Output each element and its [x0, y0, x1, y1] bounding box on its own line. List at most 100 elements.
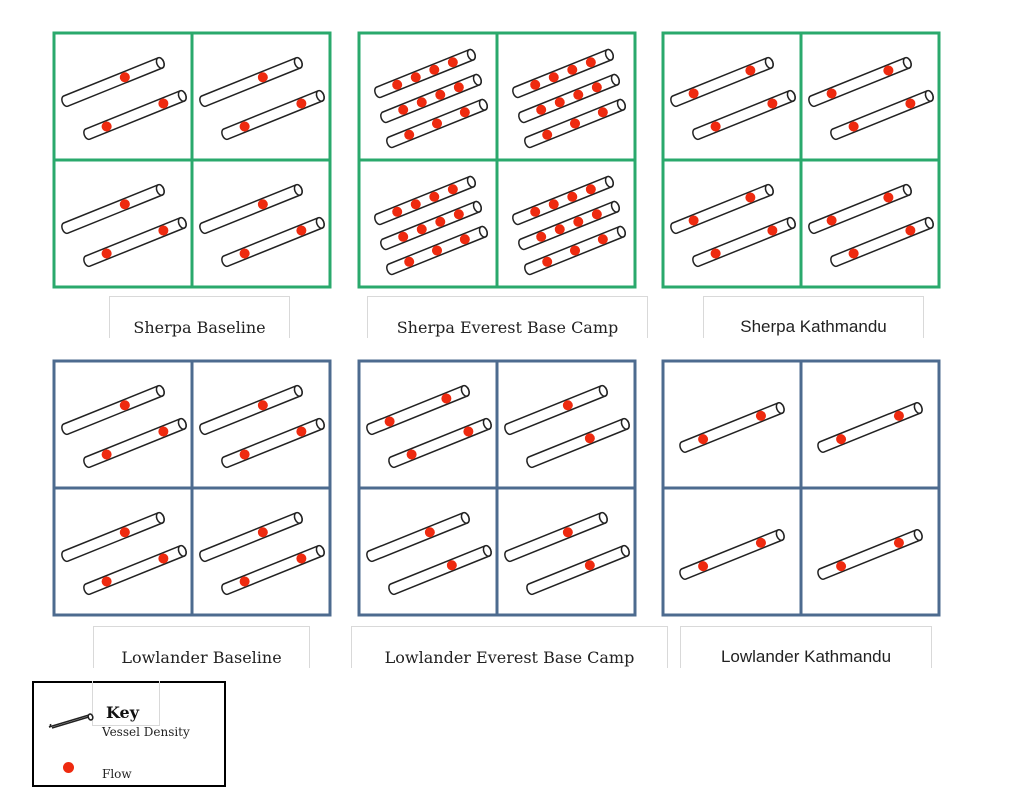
cell — [808, 183, 934, 268]
vessel — [692, 216, 796, 268]
vessel-outline — [679, 402, 785, 453]
panel-lowlander-everest-base-camp — [357, 359, 637, 617]
label-lowlander-kathmandu: Lowlander Kathmandu — [680, 626, 932, 668]
vessel-end — [155, 384, 165, 397]
vessel — [386, 225, 488, 276]
flow-dot — [446, 560, 457, 571]
vessel — [83, 417, 187, 469]
vessel-outline — [679, 529, 785, 580]
flow-dot — [530, 79, 541, 90]
vessel — [526, 544, 630, 596]
label-sherpa-everest-base-camp: Sherpa Everest Base Camp — [367, 296, 648, 338]
vessel — [374, 175, 476, 226]
key-legend: Key Vessel Density Flow — [32, 681, 226, 787]
vessel — [808, 183, 912, 235]
vessel-outline — [670, 183, 774, 235]
vessel — [679, 529, 785, 580]
flow-dot — [591, 82, 602, 93]
flow-dot — [398, 231, 409, 242]
cell — [808, 56, 934, 141]
vessel — [380, 73, 482, 124]
vessel-outline — [504, 384, 608, 436]
panel-grids — [52, 31, 941, 617]
vessel — [83, 544, 187, 596]
vessel-outline — [199, 56, 303, 108]
vessel — [386, 98, 488, 149]
flow-dot — [567, 64, 578, 75]
vessel-end — [315, 417, 325, 430]
vessel — [221, 216, 325, 268]
panel-lowlander-baseline — [52, 359, 332, 617]
flow-dot — [406, 449, 417, 460]
flow-dot — [158, 98, 169, 109]
label-sherpa-baseline: Sherpa Baseline — [109, 296, 290, 338]
flow-dot — [296, 426, 307, 437]
vessel — [670, 183, 774, 235]
label-text: Lowlander Baseline — [121, 648, 282, 667]
flow-dot — [296, 225, 307, 236]
vessel — [374, 48, 476, 99]
vessel-end — [293, 384, 303, 397]
vessel-end — [604, 48, 614, 61]
flow-dot — [119, 527, 130, 538]
flow-dot — [554, 97, 565, 108]
flow-dot — [239, 248, 250, 259]
vessel-end — [177, 417, 187, 430]
flow-dot — [905, 225, 916, 236]
vessel-end — [902, 56, 912, 69]
vessel-outline — [221, 417, 325, 469]
flow-dot — [404, 256, 415, 267]
flow-dot — [463, 426, 474, 437]
cell — [670, 183, 796, 268]
flow-dot — [836, 561, 847, 572]
vessel-tube-icon — [48, 713, 94, 729]
vessel-end — [478, 98, 488, 111]
label-text: Sherpa Baseline — [133, 318, 266, 337]
vessel — [83, 89, 187, 141]
flow-dot — [296, 98, 307, 109]
flow-dot — [410, 199, 421, 210]
vessel-outline — [526, 544, 630, 596]
cell — [61, 384, 187, 469]
flow-dot — [755, 410, 766, 421]
flow-dot — [584, 560, 595, 571]
vessel — [817, 402, 923, 453]
vessel — [61, 56, 165, 108]
vessel-end — [472, 200, 482, 213]
cell — [366, 511, 492, 596]
flow-dot — [585, 184, 596, 195]
vessel — [512, 48, 614, 99]
vessel — [61, 511, 165, 563]
flow-dot — [384, 416, 395, 427]
flow-dot — [119, 400, 130, 411]
vessel — [504, 511, 608, 563]
cell — [679, 402, 785, 453]
flow-dot — [158, 426, 169, 437]
vessel — [526, 417, 630, 469]
flow-dot — [836, 434, 847, 445]
vessel-outline — [61, 183, 165, 235]
vessel-outline — [83, 216, 187, 268]
cell — [817, 529, 923, 580]
vessel-outline — [830, 89, 934, 141]
flow-dot — [447, 57, 458, 68]
flow-dot — [883, 65, 894, 76]
flow-dot — [688, 215, 699, 226]
flow-dot — [562, 400, 573, 411]
key-flow-label: Flow — [102, 767, 132, 781]
flow-dot — [745, 65, 756, 76]
cell — [61, 56, 187, 141]
flow-dot — [542, 129, 553, 140]
vessel-outline — [388, 544, 492, 596]
vessel — [388, 417, 492, 469]
vessel-end — [293, 56, 303, 69]
label-text: Sherpa Kathmandu — [740, 317, 887, 336]
vessel — [830, 89, 934, 141]
vessel-end — [610, 200, 620, 213]
vessel-outline — [221, 89, 325, 141]
vessel — [524, 225, 626, 276]
flow-dot — [435, 89, 446, 100]
cell — [199, 511, 325, 596]
flow-dot — [416, 97, 427, 108]
vessel-outline — [692, 89, 796, 141]
